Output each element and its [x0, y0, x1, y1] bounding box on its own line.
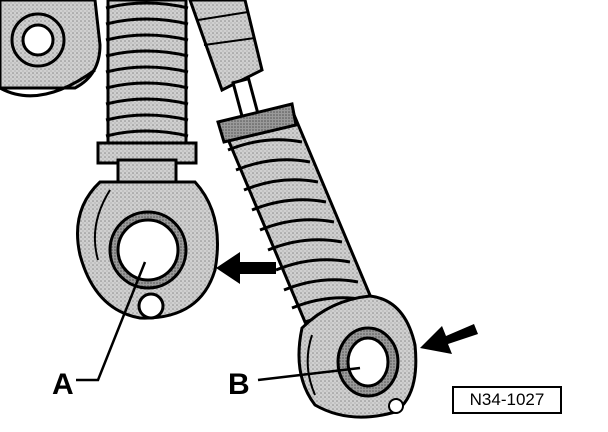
figure-number: N34-1027 — [452, 386, 562, 414]
leader-lines — [76, 261, 361, 382]
spring-a — [96, 0, 198, 184]
ball-socket-b — [297, 294, 418, 419]
arrow-b — [420, 324, 478, 354]
callout-label-a: A — [52, 368, 74, 401]
spring-b — [216, 102, 375, 324]
cable-housing-b — [188, 0, 264, 124]
mounting-bracket — [0, 0, 102, 98]
ball-socket-a — [76, 180, 219, 320]
leader-line-b — [257, 366, 361, 382]
arrow-a — [216, 252, 276, 284]
callout-label-b: B — [228, 368, 250, 401]
leader-line-a — [76, 261, 147, 382]
